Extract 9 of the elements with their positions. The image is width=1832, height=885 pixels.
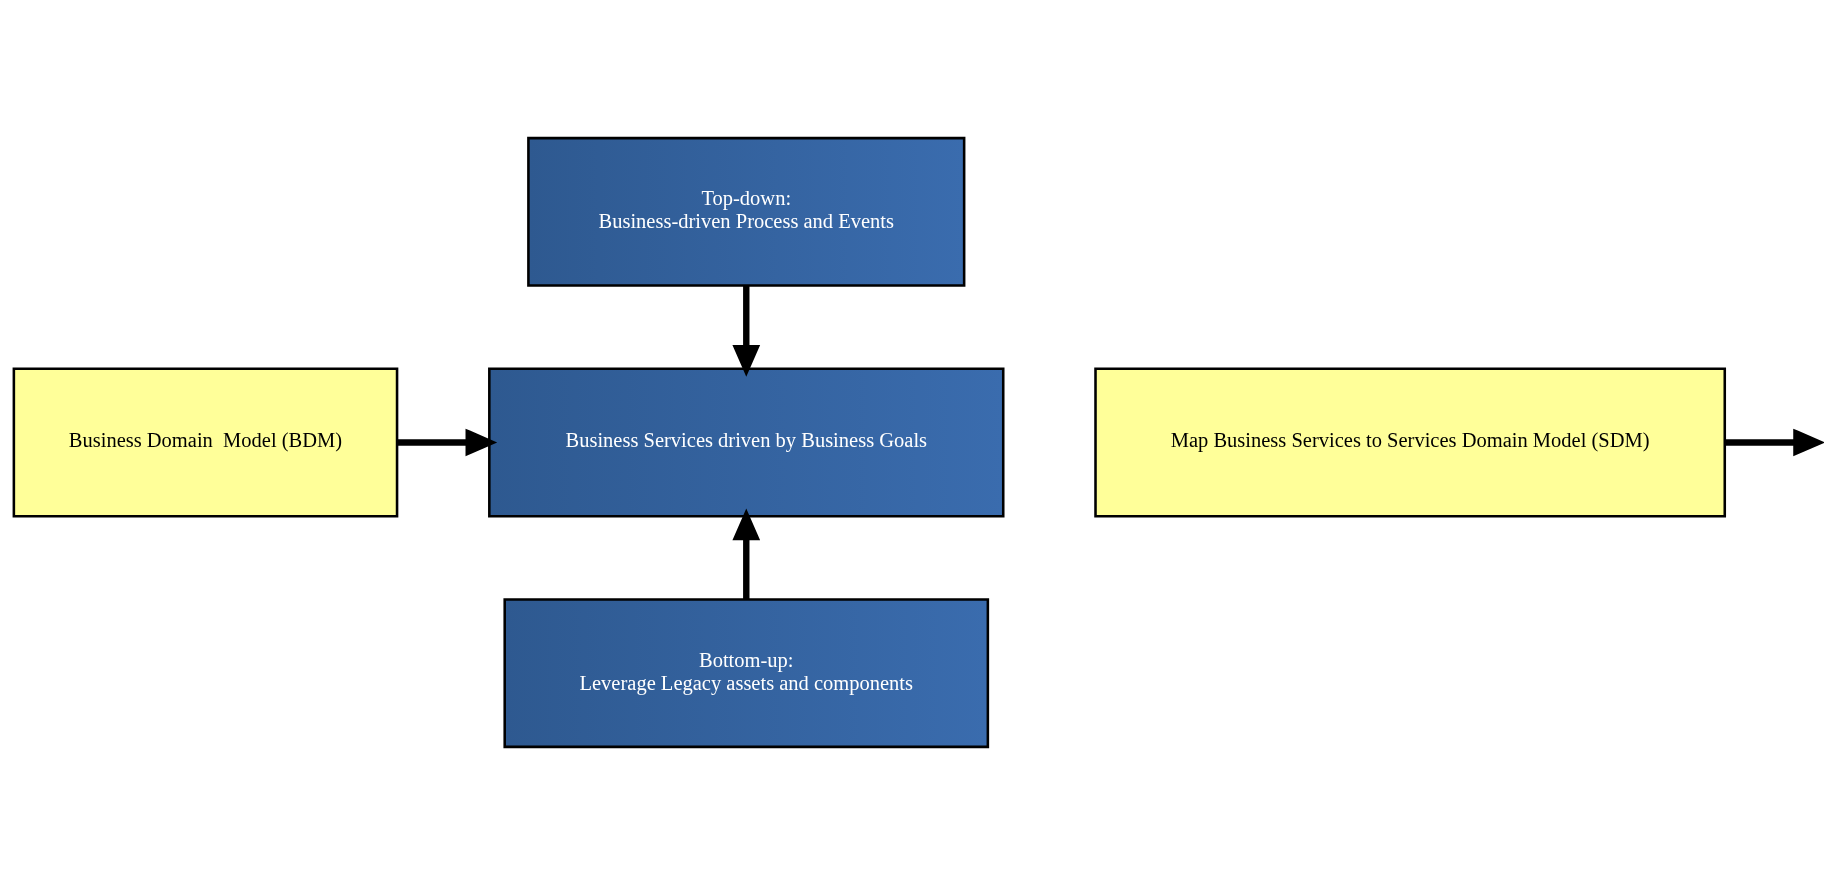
node-box: Map Business Services to Services Domain Model (SDM) [1094,367,1727,518]
arrow [732,285,761,377]
node-box: Bottom-up: Leverage Legacy assets and components [503,598,990,749]
arrow [397,428,498,457]
arrow [732,508,761,600]
node-box: Business Domain Model (BDM) [12,367,399,518]
arrow [1724,428,1824,457]
node-box: Top-down: Business-driven Process and Events [527,136,966,287]
node-box: Business Services driven by Business Goals [488,367,1005,518]
